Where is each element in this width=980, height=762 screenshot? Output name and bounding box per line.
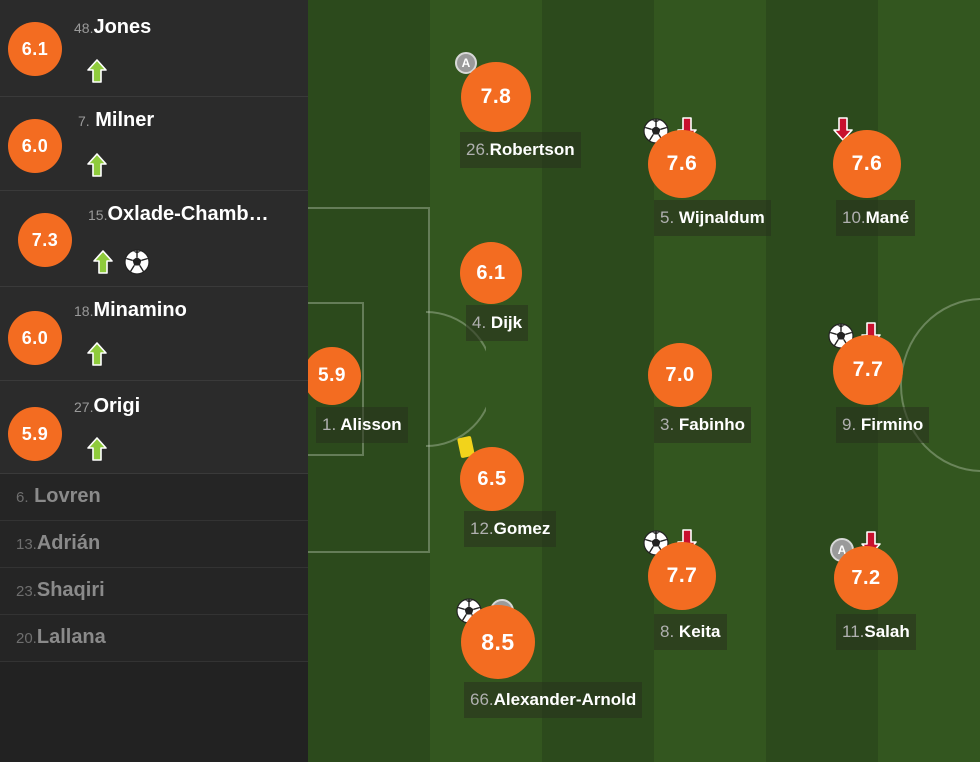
player-name-text: Adrián (36, 532, 101, 554)
unused-substitute-row[interactable]: 23.Shaqiri (0, 568, 308, 615)
substitute-row[interactable]: 6.1 48.Jones (0, 0, 308, 97)
player-name: 15.Oxlade-Chamb… (88, 203, 269, 226)
player-name: 6. Lovren (16, 485, 101, 508)
player-name-text: Origi (93, 395, 141, 417)
shirt-number: 8. (660, 622, 675, 641)
player-label: 1. Alisson (316, 407, 408, 443)
player-name-text: Dijk (490, 313, 523, 332)
pitch-stripe (542, 0, 654, 762)
player-label: 26.Robertson (460, 132, 581, 168)
substitutes-panel: 6.1 48.Jones 6.0 7. Milner 7.3 15.Oxlade… (0, 0, 308, 762)
shirt-number: 9. (842, 415, 857, 434)
player-name-text: Gomez (493, 519, 551, 538)
player-name-text: Mané (865, 208, 910, 227)
player-label: 12.Gomez (464, 511, 557, 547)
player-label: 66.Alexander-Arnold (464, 682, 643, 718)
player-name-text: Wijnaldum (678, 208, 765, 227)
rating-badge: 5.9 (8, 407, 62, 461)
player-name-text: Minamino (93, 299, 187, 321)
pitch: 5.9 1. Alisson A 7.8 26.Robertson 6.1 4.… (308, 0, 980, 762)
shirt-number: 10. (842, 208, 866, 227)
rating-badge: 7.6 (648, 130, 716, 198)
shirt-number: 23. (16, 583, 37, 600)
shirt-number: 1. (322, 415, 337, 434)
player-name: 13.Adrián (16, 532, 100, 555)
player-name: 20.Lallana (16, 626, 106, 649)
goal-ball-icon (124, 249, 150, 275)
player-name: 7. Milner (78, 109, 154, 132)
player-label: 5. Wijnaldum (654, 200, 771, 236)
shirt-number: 48. (74, 20, 94, 36)
arrow-up-icon (86, 341, 108, 367)
rating-badge: 7.3 (18, 213, 72, 267)
player-label: 4. Dijk (466, 305, 529, 341)
rating-badge: 7.7 (833, 335, 903, 405)
rating-badge: 6.5 (460, 447, 524, 511)
player-name-text: Keita (678, 622, 721, 641)
rating-badge: 7.7 (648, 542, 716, 610)
substitute-row[interactable]: 7.3 15.Oxlade-Chamb… (0, 191, 308, 287)
shirt-number: 7. (78, 113, 90, 129)
player-name-text: Oxlade-Chamb… (107, 203, 269, 225)
shirt-number: 20. (16, 630, 37, 647)
shirt-number: 15. (88, 207, 108, 223)
player-label: 3. Fabinho (654, 407, 752, 443)
arrow-up-icon (92, 249, 114, 275)
rating-badge: 6.1 (460, 242, 522, 304)
player-name: 23.Shaqiri (16, 579, 105, 602)
player-name-text: Robertson (489, 140, 575, 159)
shirt-number: 66. (470, 690, 494, 709)
shirt-number: 27. (74, 399, 94, 415)
player-name: 27.Origi (74, 395, 140, 418)
player-name: 18.Minamino (74, 299, 187, 322)
arrow-up-icon (86, 152, 108, 178)
shirt-number: 6. (16, 489, 29, 506)
shirt-number: 5. (660, 208, 675, 227)
player-name-text: Jones (93, 16, 152, 38)
rating-badge: 7.6 (833, 130, 901, 198)
arrow-up-icon (86, 436, 108, 462)
player-name-text: Salah (864, 622, 910, 641)
unused-substitute-row[interactable]: 13.Adrián (0, 521, 308, 568)
player-name-text: Fabinho (678, 415, 746, 434)
shirt-number: 12. (470, 519, 494, 538)
rating-badge: 7.8 (461, 62, 531, 132)
shirt-number: 4. (472, 313, 487, 332)
player-name-text: Alisson (340, 415, 402, 434)
player-label: 9. Firmino (836, 407, 930, 443)
rating-badge: 6.1 (8, 22, 62, 76)
player-name-text: Shaqiri (36, 579, 105, 601)
player-name-text: Firmino (860, 415, 924, 434)
player-name: 48.Jones (74, 16, 151, 39)
shirt-number: 3. (660, 415, 675, 434)
rating-badge: 7.2 (834, 546, 898, 610)
penalty-arc-line (426, 311, 486, 447)
shirt-number: 11. (842, 622, 865, 641)
substitute-row[interactable]: 5.9 27.Origi (0, 381, 308, 474)
player-name-text: Lovren (34, 485, 101, 507)
rating-badge: 8.5 (461, 605, 535, 679)
player-name-text: Alexander-Arnold (493, 690, 637, 709)
player-label: 11.Salah (836, 614, 916, 650)
shirt-number: 13. (16, 536, 37, 553)
penalty-box-line (308, 207, 430, 553)
unused-substitute-row[interactable]: 20.Lallana (0, 615, 308, 662)
substitute-row[interactable]: 6.0 18.Minamino (0, 287, 308, 381)
rating-badge: 5.9 (308, 347, 361, 405)
player-label: 10.Mané (836, 200, 916, 236)
rating-badge: 6.0 (8, 119, 62, 173)
player-name-text: Milner (95, 109, 155, 131)
captain-badge: A (455, 52, 477, 74)
goal-box-line (308, 302, 364, 456)
arrow-up-icon (86, 58, 108, 84)
shirt-number: 18. (74, 303, 94, 319)
player-label: 8. Keita (654, 614, 727, 650)
player-name-text: Lallana (36, 626, 106, 648)
unused-substitute-row[interactable]: 6. Lovren (0, 474, 308, 521)
substitute-row[interactable]: 6.0 7. Milner (0, 97, 308, 191)
shirt-number: 26. (466, 140, 490, 159)
rating-badge: 6.0 (8, 311, 62, 365)
rating-badge: 7.0 (648, 343, 712, 407)
